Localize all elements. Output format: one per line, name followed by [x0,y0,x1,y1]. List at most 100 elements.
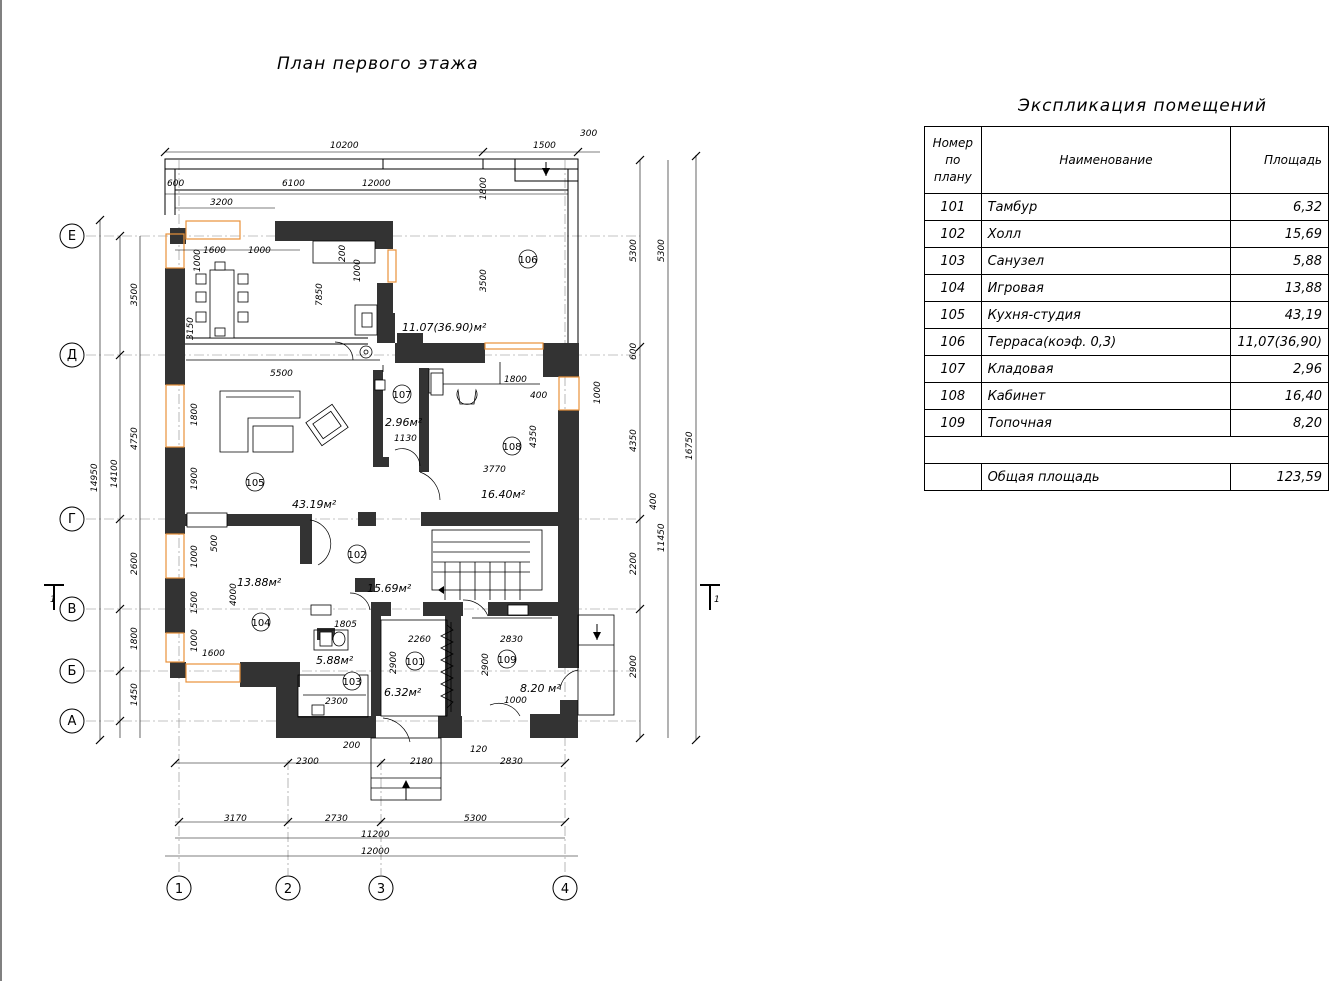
svg-text:15.69м²: 15.69м² [367,582,412,595]
cell-num: 109 [924,409,982,437]
svg-text:1000: 1000 [504,696,527,706]
cell-num: 108 [924,382,982,410]
svg-text:2260: 2260 [408,635,431,645]
header-num: Номер по плану [924,126,982,194]
room-107: 107 2.96м² [385,384,423,429]
room-104: 104 13.88м² [237,576,282,632]
cell-num: 102 [924,220,982,248]
axis-bubble-G: Г [59,506,85,532]
svg-text:12000: 12000 [362,179,391,189]
svg-text:4000: 4000 [229,583,239,606]
table-row: 108 Кабинет 16,40 [924,382,1329,410]
cell-name: Санузел [980,247,1232,275]
svg-text:Д: Д [67,348,77,363]
stair-arrow-icon [438,586,444,594]
svg-text:4350: 4350 [629,429,639,452]
cell-name: Топочная [980,409,1232,437]
axis-bubble-1: 1 [166,875,192,901]
svg-text:2.96м²: 2.96м² [385,416,423,429]
toilet-icon [332,631,346,647]
axis-bubble-B: Б [59,658,85,684]
svg-text:1000: 1000 [190,545,200,568]
heater-icon [440,624,454,709]
svg-text:101: 101 [405,657,424,668]
svg-text:1: 1 [175,882,183,897]
svg-text:2: 2 [284,882,292,897]
svg-text:1000: 1000 [593,381,603,404]
svg-text:300: 300 [580,129,597,139]
svg-text:6.32м²: 6.32м² [384,686,422,699]
svg-text:А: А [68,714,77,729]
room-108: 108 16.40м² [481,436,526,501]
svg-text:16.40м²: 16.40м² [481,488,526,501]
svg-text:1500: 1500 [533,141,556,151]
svg-text:2300: 2300 [325,697,348,707]
cell-num: 106 [924,328,982,356]
dimension-ticks [95,147,701,827]
svg-text:3500: 3500 [130,283,140,306]
furniture [186,261,529,716]
svg-text:13.88м²: 13.88м² [237,576,282,589]
svg-text:2900: 2900 [481,653,491,676]
svg-text:102: 102 [347,550,366,561]
svg-text:2900: 2900 [629,655,639,678]
svg-text:1800: 1800 [130,627,140,650]
sofa-icon [219,390,301,453]
svg-text:600: 600 [629,343,639,360]
svg-text:1130: 1130 [394,434,417,444]
svg-text:400: 400 [530,391,547,401]
room-109: 109 8.20 м² [497,649,561,695]
svg-text:5300: 5300 [657,239,667,262]
total-value: 123,59 [1230,463,1329,491]
svg-text:2900: 2900 [389,651,399,674]
table-row: 109 Топочная 8,20 [924,409,1329,437]
svg-text:1450: 1450 [130,683,140,706]
plan-title: План первого этажа [277,54,479,74]
svg-text:1000: 1000 [190,629,200,652]
svg-text:3770: 3770 [483,465,506,475]
room-101: 101 6.32м² [384,651,425,699]
svg-text:108: 108 [502,442,521,453]
svg-text:600: 600 [167,179,184,189]
inner-lines [186,240,615,801]
windows [165,220,580,683]
svg-text:2830: 2830 [500,635,523,645]
axis-bubble-D: Д [59,342,85,368]
svg-text:8.20 м²: 8.20 м² [520,682,561,695]
section-mark-right: 1 [714,595,720,605]
svg-text:4750: 4750 [130,427,140,450]
sink-icon [319,631,333,647]
svg-text:10200: 10200 [330,141,359,151]
svg-text:1000: 1000 [248,246,271,256]
coffee-table-icon [252,425,294,453]
table-row-blank [924,436,1329,464]
svg-text:500: 500 [210,535,220,552]
svg-text:2600: 2600 [130,552,140,575]
svg-text:105: 105 [245,478,264,489]
room-106: 106 11.07(36.90)м² [402,249,538,334]
axis-bubble-V: В [59,596,85,622]
svg-text:Е: Е [68,229,76,244]
room-102: 102 15.69м² [347,544,412,595]
axis-bubble-3: 3 [368,875,394,901]
axis-bubble-A: А [59,708,85,734]
svg-text:16750: 16750 [685,431,695,460]
cell-num: 107 [924,355,982,383]
svg-text:Г: Г [68,512,76,527]
cell-area: 43,19 [1230,301,1329,329]
total-label: Общая площадь [980,463,1232,491]
axis-bubble-E: Е [59,223,85,249]
room-labels: 101 6.32м² 102 15.69м² 103 5.88м² 104 13… [237,249,561,699]
svg-text:7850: 7850 [315,283,325,306]
svg-text:Б: Б [68,664,77,679]
svg-text:107: 107 [392,390,411,401]
svg-text:3: 3 [377,882,385,897]
axis-bubble-4: 4 [552,875,578,901]
table-row: 102 Холл 15,69 [924,220,1329,248]
svg-text:3170: 3170 [224,814,247,824]
svg-text:14950: 14950 [90,463,100,492]
cell-name: Холл [980,220,1232,248]
section-mark-left: 1 [50,595,56,605]
dimension-lines [99,151,697,857]
svg-text:1600: 1600 [202,649,225,659]
